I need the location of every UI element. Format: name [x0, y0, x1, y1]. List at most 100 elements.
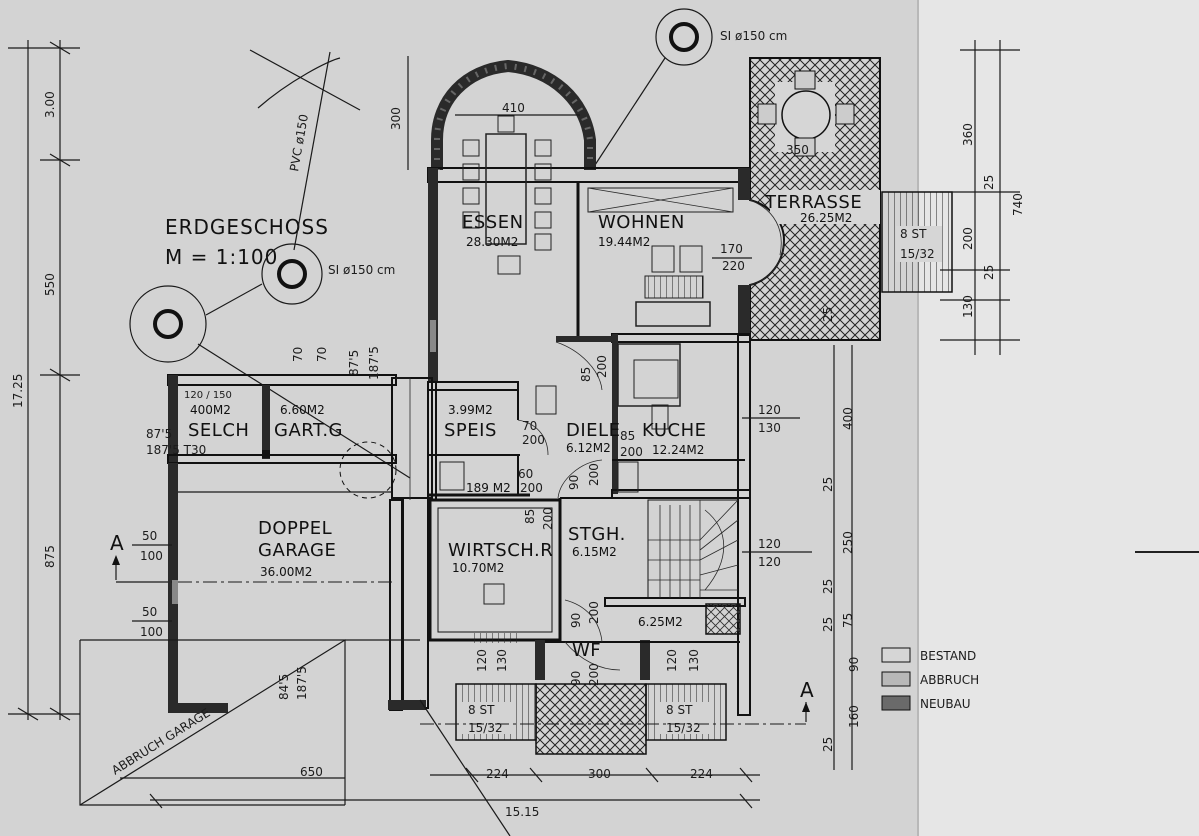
dim-90a: 90	[567, 475, 581, 490]
dim-85a: 85	[579, 367, 593, 382]
room-gartg-name: GART.G	[274, 420, 343, 441]
misc-dimensions: 300 410 170 220 70 70 87'5 187'5 85 200 …	[132, 56, 812, 686]
dim-100b: 100	[140, 625, 163, 639]
dim-r-25b: 25	[982, 265, 996, 280]
section-marker-right: A	[420, 678, 815, 725]
dim-200d: 200	[520, 481, 543, 495]
entry-stairs-right-count: 8 ST	[666, 703, 693, 717]
room-diele-area: 6.12M2	[566, 441, 611, 455]
double-garage	[128, 463, 426, 713]
entry-stairs: 8 ST 15/32 8 ST 15/32	[455, 683, 727, 755]
dim-200e: 200	[587, 463, 601, 486]
dim-r-200: 200	[961, 227, 975, 250]
dim-r-25f: 25	[821, 737, 835, 752]
dim-120b: 120	[758, 537, 781, 551]
dim-120e: 120	[665, 649, 679, 672]
entry-stairs-right-ratio: 15/32	[666, 721, 701, 735]
kitchen-furniture	[439, 343, 681, 605]
doors	[339, 199, 785, 671]
dim-r-25a: 25	[982, 175, 996, 190]
dim-650: 650	[300, 765, 323, 779]
paper-fold	[918, 0, 1199, 836]
dim-85b: 85	[620, 429, 635, 443]
room-diele-name: DIELE	[566, 420, 620, 441]
dim-224b: 224	[690, 767, 713, 781]
terrace-stairs-ratio: 15/32	[900, 247, 935, 261]
dim-210: 187'5	[295, 666, 309, 700]
dim-left-550: 550	[43, 273, 57, 296]
room-garage-area: 36.00M2	[260, 565, 312, 579]
room-selch-name: SELCH	[188, 420, 249, 441]
room-speis-area: 3.99M2	[448, 403, 493, 417]
room-speis-name: SPEIS	[444, 420, 497, 441]
dim-200g: 200	[587, 601, 601, 624]
legend-abbruch: ABBRUCH	[920, 673, 979, 687]
dim-r-25e: 25	[821, 617, 835, 632]
section-marker-left: A	[110, 531, 168, 583]
dim-r-90: 90	[847, 657, 861, 672]
selch-old-dim: 120 / 150	[184, 390, 232, 401]
legend-bestand: BESTAND	[920, 649, 976, 663]
selch-garage-tools	[167, 374, 411, 500]
dim-r-250: 250	[841, 531, 855, 554]
dim-r-400: 400	[841, 407, 855, 430]
room-stgh-name: STGH.	[568, 524, 626, 545]
room-essen-area: 28.30M2	[466, 235, 518, 249]
legend-swatch-bestand	[881, 647, 911, 663]
room-wc-area: 189 M2	[466, 481, 511, 495]
room-labels: ESSEN 28.30M2 WOHNEN 19.44M2 400M2 SELCH…	[188, 212, 706, 661]
terrasse-area: 26.25M2	[800, 211, 852, 225]
section-a-right: A	[800, 678, 815, 702]
dim-70b: 70	[315, 347, 329, 362]
dim-left-875: 875	[43, 545, 57, 568]
left-dimension-chain: 3.00 550 17.25 875	[8, 40, 80, 721]
dim-130c: 130	[687, 649, 701, 672]
dim-r-740: 740	[1011, 193, 1025, 216]
room-wf-name: WF	[572, 640, 601, 661]
si-left-label: SI ø150 cm	[328, 263, 395, 277]
dim-left-300: 3.00	[43, 91, 57, 118]
staircase	[647, 499, 739, 599]
dim-120a: 120	[758, 403, 781, 417]
dim-terr-25: 25	[821, 307, 835, 322]
section-a-left: A	[110, 531, 125, 555]
dim-200f: 200	[541, 507, 555, 530]
dim-85c: 85	[523, 509, 537, 524]
dim-200b: 200	[522, 433, 545, 447]
dim-130a: 130	[758, 421, 781, 435]
dim-50b: 50	[142, 605, 157, 619]
dim-r-25c: 25	[821, 477, 835, 492]
t30-label: 187'5 T30	[146, 443, 206, 457]
septic-tank-top: SI ø150 cm	[594, 8, 787, 166]
room-kueche-name: KUCHE	[642, 420, 706, 441]
dim-left-1725: 17.25	[11, 374, 25, 408]
dim-130b: 130	[495, 649, 509, 672]
terrace-stairs: 8 ST 15/32	[881, 191, 953, 293]
room-essen-name: ESSEN	[462, 212, 524, 233]
dim-r-25d: 25	[821, 579, 835, 594]
legend-neubau: NEUBAU	[920, 697, 971, 711]
dim-1515: 15.15	[505, 805, 539, 819]
entry-stairs-left-count: 8 ST	[468, 703, 495, 717]
room-gartg-area: 6.60M2	[280, 403, 325, 417]
dim-60: 60	[518, 467, 533, 481]
dim-170: 170	[720, 242, 743, 256]
dim-r-130: 130	[961, 295, 975, 318]
legend-swatch-abbruch	[881, 671, 911, 687]
room-selch-area: 400M2	[190, 403, 231, 417]
terrace-stairs-count: 8 ST	[900, 227, 927, 241]
selch-dim: 87'5	[146, 427, 172, 441]
dim-300: 300	[389, 107, 403, 130]
legend-swatch-neubau	[881, 695, 911, 711]
si-top-label: SI ø150 cm	[720, 29, 787, 43]
dim-220: 220	[722, 259, 745, 273]
room-wf-area: 6.25M2	[638, 615, 683, 629]
terrasse-name: TERRASSE	[764, 192, 862, 213]
dim-70a: 70	[291, 347, 305, 362]
right-dimension-chain: 360 25 740 200 25 130 400 25 250 25 75 2…	[821, 40, 1025, 770]
room-wohnen-area: 19.44M2	[598, 235, 650, 249]
dim-100a: 100	[140, 549, 163, 563]
room-stgh-area: 6.15M2	[572, 545, 617, 559]
dim-90c: 90	[569, 671, 583, 686]
